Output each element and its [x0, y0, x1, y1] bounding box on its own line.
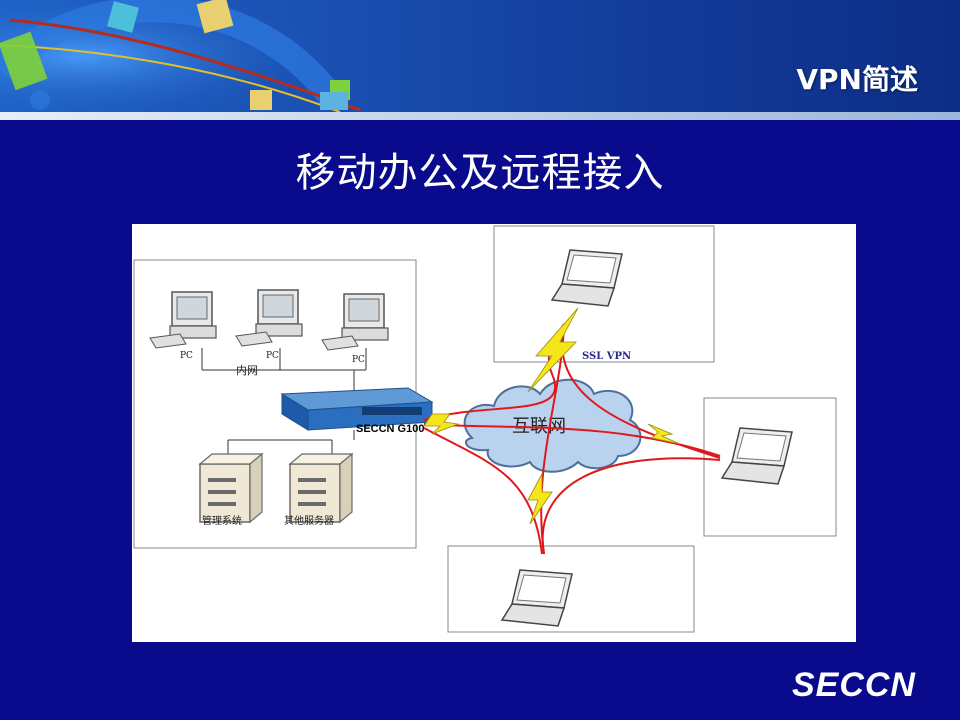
cloud-icon — [463, 378, 642, 473]
laptop-icon — [551, 249, 623, 307]
slide-title: 移动办公及远程接入 — [295, 150, 665, 196]
lightning-icon — [423, 307, 681, 525]
remote-frame-top — [493, 225, 715, 363]
header-decoration — [0, 0, 420, 112]
server-label-other: 其他服务器 — [284, 514, 334, 527]
network-diagram: PC PC PC 内网 SECCN G100 管理系统 其他服务器 互联网 — [132, 224, 856, 642]
header-divider — [0, 112, 960, 120]
server-label-management: 管理系统 — [202, 514, 242, 527]
lan-label: 内网 — [236, 363, 258, 377]
laptop-icon — [501, 569, 573, 627]
pc-label: PC — [352, 355, 365, 365]
desktop-pc-icon — [321, 293, 389, 351]
server-icon — [289, 453, 353, 523]
laptop-icon — [721, 427, 793, 485]
network-diagram-canvas: PC PC PC 内网 SECCN G100 管理系统 其他服务器 互联网 — [133, 225, 837, 633]
remote-frame-right — [703, 397, 837, 537]
desktop-pc-icon — [235, 289, 303, 347]
server-icon — [199, 453, 263, 523]
vpn-appliance-icon — [280, 387, 434, 431]
internet-label: 互联网 — [512, 416, 566, 437]
section-title: VPN简述 — [796, 63, 918, 96]
ssl-vpn-label: SSL VPN — [582, 351, 631, 362]
seccn-logo: SECCN — [791, 666, 916, 704]
remote-frame-bottom — [447, 545, 695, 633]
pc-label: PC — [266, 351, 279, 361]
desktop-pc-icon — [149, 291, 217, 349]
header-banner: VPN简述 — [0, 0, 960, 112]
device-label: SECCN G100 — [356, 423, 424, 435]
pc-label: PC — [180, 351, 193, 361]
